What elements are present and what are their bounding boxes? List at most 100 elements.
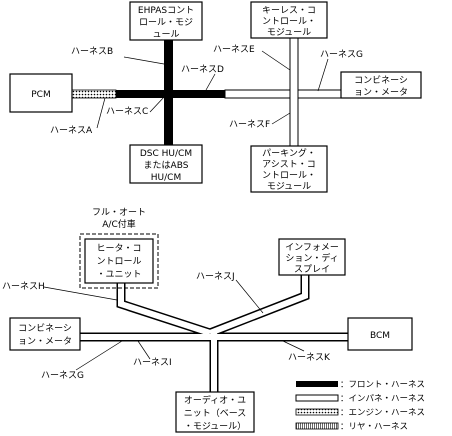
keyless-label-2: ントロール・ xyxy=(262,17,316,27)
harness-k-label: ハーネスK xyxy=(288,352,331,363)
leader-i xyxy=(137,340,151,360)
keyless-box xyxy=(250,1,328,39)
leader-g-bottom xyxy=(75,340,123,371)
harness-h-label: ハーネスH xyxy=(2,281,45,292)
info-label-2: ション・ディ xyxy=(285,252,338,264)
parking-label-2: アシスト・コ xyxy=(262,160,316,170)
harness-d-label: ハーネスD xyxy=(181,64,224,75)
heater-dashed-group xyxy=(79,233,159,289)
leader-g-top xyxy=(317,58,329,92)
engine-harness-segment xyxy=(71,89,117,99)
legend: ：フロント・ハーネス ：インパネ・ハーネス ：エンジン・ハーネス ：リヤ・ハーネ… xyxy=(295,380,425,432)
leader-j xyxy=(235,279,264,314)
leader-b xyxy=(123,56,165,65)
leader-a xyxy=(96,97,106,129)
module-keyless: キーレス・コ ントロール・ モジュール xyxy=(250,1,328,39)
combi-bottom-label-2: ョン・メータ xyxy=(18,336,72,347)
leader-k xyxy=(282,340,305,352)
parking-box xyxy=(250,145,328,193)
harness-j-label: ハーネスJ xyxy=(196,271,235,282)
module-bcm: BCM xyxy=(347,317,413,351)
bcm-label: BCM xyxy=(370,331,390,341)
combi-bottom-box xyxy=(9,317,81,351)
harness-f-label: ハーネスF xyxy=(229,119,270,130)
bottom-branch-heater-fill xyxy=(118,276,211,336)
module-combination-meter-top: コンビネーシ ョン・メータ xyxy=(340,71,422,99)
module-audio-unit: オーディオ・ユ ニット（ベース ・モジュール） xyxy=(175,391,255,433)
module-info-display: インフォメー ション・ディ スプレイ xyxy=(278,238,346,276)
parking-label-1: パーキング・ xyxy=(262,147,316,159)
module-ehpas: EHPASコント ロール・モジ ュール xyxy=(129,1,203,41)
front-harness-lines xyxy=(85,38,225,145)
legend-swatch-instrument xyxy=(295,394,339,402)
leader-f xyxy=(271,112,291,125)
legend-item-instrument: ：インパネ・ハーネス xyxy=(295,394,425,404)
keyless-label-1: キーレス・コ xyxy=(262,6,316,16)
audio-label-1: オーディオ・ユ xyxy=(184,394,246,406)
leader-c xyxy=(149,95,166,113)
top-leader-lines xyxy=(96,50,329,129)
legend-swatch-front xyxy=(296,381,338,387)
leader-d xyxy=(205,73,216,91)
junction-cover xyxy=(291,91,297,97)
harness-b-label: ハーネスB xyxy=(71,46,113,57)
pcm-label: PCM xyxy=(31,90,50,100)
legend-label-rear: ：リヤ・ハーネス xyxy=(340,422,408,432)
pcm-box xyxy=(9,73,73,113)
ehpas-box xyxy=(129,1,203,41)
module-dsc: DSC HU/CM またはABS HU/CM xyxy=(129,144,203,184)
bottom-harness-fill xyxy=(60,264,350,394)
leader-h xyxy=(43,286,118,301)
heater-label-3: ・ユニット xyxy=(96,270,141,280)
audio-label-3: ・モジュール） xyxy=(184,421,246,432)
module-pcm: PCM xyxy=(9,73,73,113)
audio-box xyxy=(175,391,255,433)
parking-label-4: モジュール xyxy=(267,182,311,192)
info-box xyxy=(278,238,346,276)
legend-item-engine: ：エンジン・ハーネス xyxy=(295,408,425,418)
heater-note-1: フル・オート xyxy=(92,207,146,218)
info-label-3: スプレイ xyxy=(294,264,330,275)
combi-top-label-2: ョン・メータ xyxy=(354,87,408,98)
bottom-leader-lines xyxy=(43,279,305,371)
keyless-label-3: モジュール xyxy=(267,28,311,38)
ehpas-label-3: ュール xyxy=(152,30,179,40)
legend-item-front: ：フロント・ハーネス xyxy=(296,380,425,390)
heater-note-2: A/C付車 xyxy=(102,218,135,230)
heater-label-1: ヒータ・コ xyxy=(96,243,141,254)
dsc-box xyxy=(129,144,203,184)
ehpas-label-1: EHPASコント xyxy=(138,6,194,16)
legend-item-rear: ：リヤ・ハーネス xyxy=(295,422,408,432)
combi-bottom-label-1: コンビネーシ xyxy=(18,323,72,334)
info-label-1: インフォメー xyxy=(285,243,339,253)
harness-i-label: ハーネスI xyxy=(133,357,172,368)
leader-e xyxy=(261,50,291,71)
harness-e-label: ハーネスE xyxy=(213,44,255,55)
heater-box xyxy=(84,238,154,284)
ehpas-label-2: ロール・モジ xyxy=(139,18,193,28)
bcm-box xyxy=(347,317,413,351)
combi-top-box xyxy=(340,71,422,99)
harness-a-label: ハーネスA xyxy=(50,125,93,136)
legend-label-instrument: ：インパネ・ハーネス xyxy=(340,394,425,404)
legend-label-front: ：フロント・ハーネス xyxy=(340,380,425,390)
harness-g-bottom-label: ハーネスG xyxy=(41,370,84,381)
front-harness-horizontal xyxy=(85,90,225,98)
heater-label-2: ントロール xyxy=(96,257,141,267)
dsc-label-2: またはABS xyxy=(144,160,189,171)
instrument-harness-bottom xyxy=(60,264,350,394)
module-parking-assist: パーキング・ アシスト・コ ントロール・ モジュール xyxy=(250,145,328,193)
module-heater-control: ヒータ・コ ントロール ・ユニット xyxy=(84,238,154,284)
harness-g-top-label: ハーネスG xyxy=(320,49,363,60)
legend-swatch-engine xyxy=(295,408,339,416)
module-combination-meter-bottom: コンビネーシ ョン・メータ xyxy=(9,317,81,351)
combi-top-label-1: コンビネーシ xyxy=(354,75,408,86)
instrument-harness-top-horizontal xyxy=(224,89,342,99)
legend-label-engine: ：エンジン・ハーネス xyxy=(340,408,425,418)
dsc-label-3: HU/CM xyxy=(151,173,181,183)
parking-label-3: ントロール・ xyxy=(262,171,316,181)
dsc-label-1: DSC HU/CM xyxy=(140,149,192,159)
audio-label-2: ニット（ベース xyxy=(184,408,247,419)
